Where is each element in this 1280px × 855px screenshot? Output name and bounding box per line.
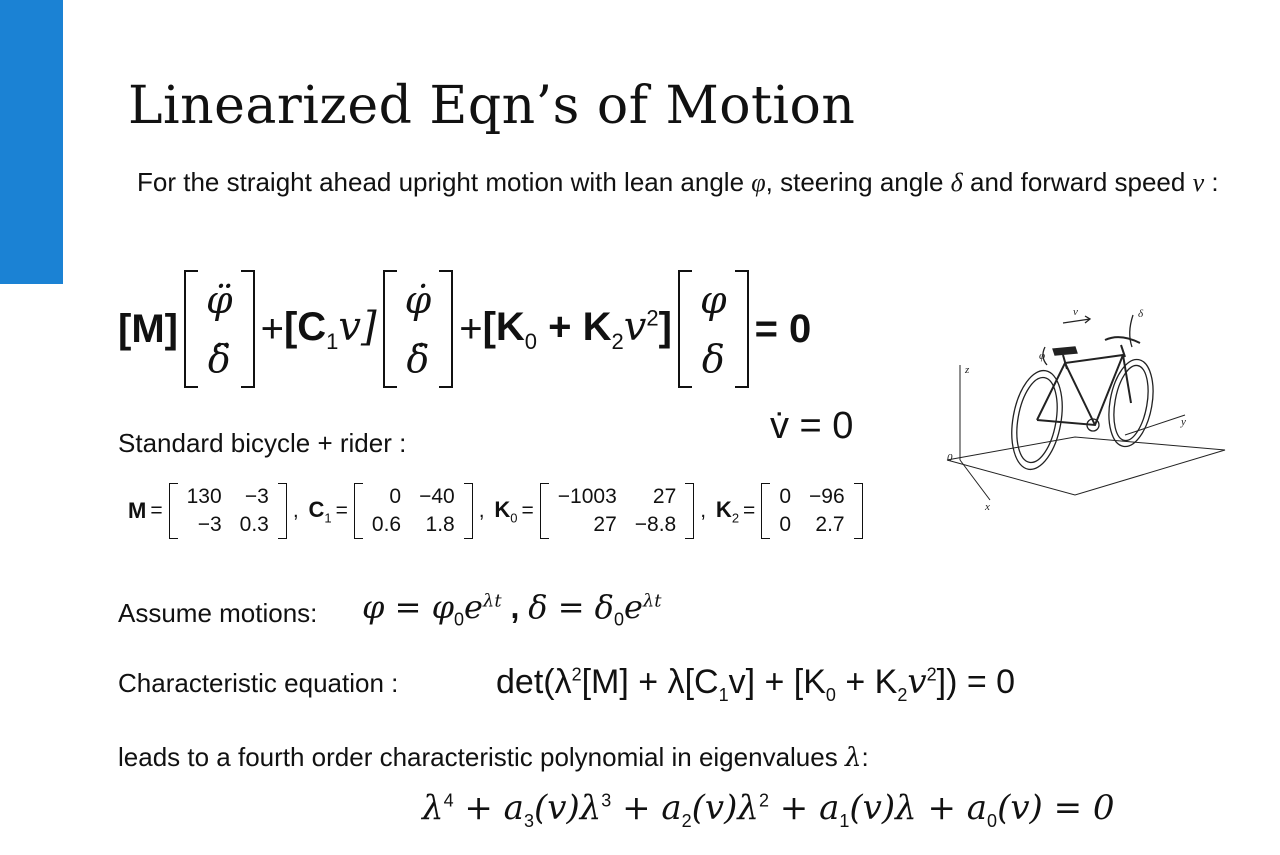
velocity-vector: φ̇δ̇: [382, 270, 454, 388]
assume-equation: φ = φ0eλt , δ = δ0eλt: [362, 588, 662, 630]
assume-label: Assume motions:: [118, 598, 318, 628]
standard-bicycle-label: Standard bicycle + rider :: [118, 428, 407, 458]
characteristic-polynomial: λ4 + a3(v)λ3 + a2(v)λ2 + a1(v)λ + a0(v) …: [422, 788, 1115, 831]
mass-matrix-symbol: [M]: [118, 306, 178, 351]
svg-text:0: 0: [947, 452, 953, 464]
delta-symbol: δ: [950, 168, 963, 197]
svg-text:v: v: [1073, 306, 1078, 318]
svg-text:z: z: [964, 364, 970, 376]
damping-matrix-symbol: [C1v]: [283, 303, 377, 354]
svg-text:φ: φ: [1039, 350, 1045, 362]
polynomial-label: leads to a fourth order characteristic p…: [118, 742, 869, 773]
matrix-m-label: M: [128, 498, 147, 523]
vdot-equation: v̇ = 0: [770, 405, 854, 447]
stiffness-matrix-symbol: [K0 + K2v2]: [482, 303, 672, 354]
matrix-k2-label: K2: [715, 496, 740, 526]
intro-text: For the straight ahead upright motion wi…: [137, 167, 1219, 197]
matrix-k0-label: K0: [494, 496, 518, 526]
slide-title: Linearized Eqn’s of Motion: [128, 76, 856, 136]
acceleration-vector: φ̈δ̈: [183, 270, 255, 388]
svg-text:x: x: [984, 501, 990, 513]
characteristic-label: Characteristic equation :: [118, 668, 399, 698]
accent-bar: [0, 0, 63, 284]
v-symbol: v: [1192, 168, 1205, 197]
phi-symbol: φ: [751, 168, 766, 197]
equals-zero: = 0: [754, 306, 812, 351]
matrix-c1-label: C1: [308, 496, 332, 526]
svg-text:y: y: [1180, 416, 1186, 428]
characteristic-equation: det(λ2[M] + λ[C1v] + [K0 + K2v2]) = 0: [496, 662, 1016, 705]
bicycle-figure: v δ φ z 0 x y: [946, 306, 1226, 513]
svg-text:δ: δ: [1138, 308, 1144, 320]
